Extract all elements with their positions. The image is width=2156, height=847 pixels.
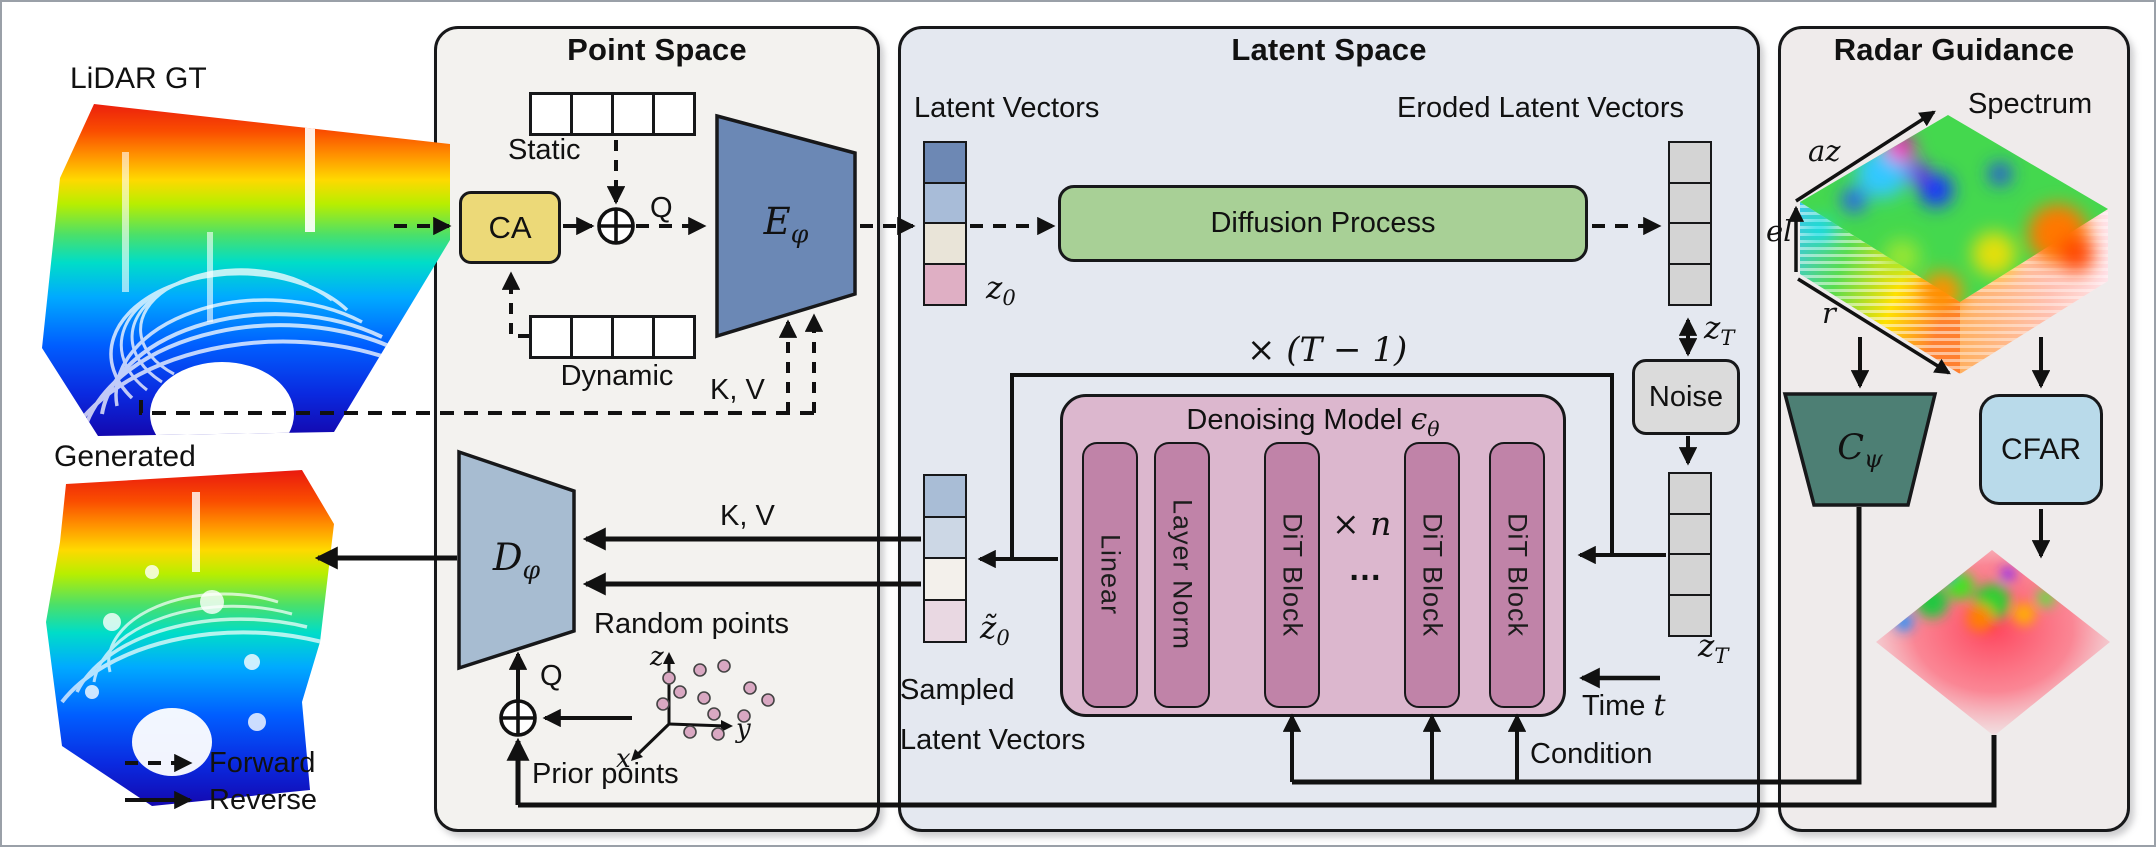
radar-spectrum-image <box>1800 115 2108 374</box>
random-points-plot <box>631 652 775 761</box>
lidar-gt-image <box>42 104 450 436</box>
decoder-shape <box>457 449 576 671</box>
generated-image <box>46 470 334 806</box>
encoder-shape <box>715 113 857 339</box>
cfar-output-image <box>1876 550 2110 736</box>
classifier-shape <box>1782 392 1938 507</box>
